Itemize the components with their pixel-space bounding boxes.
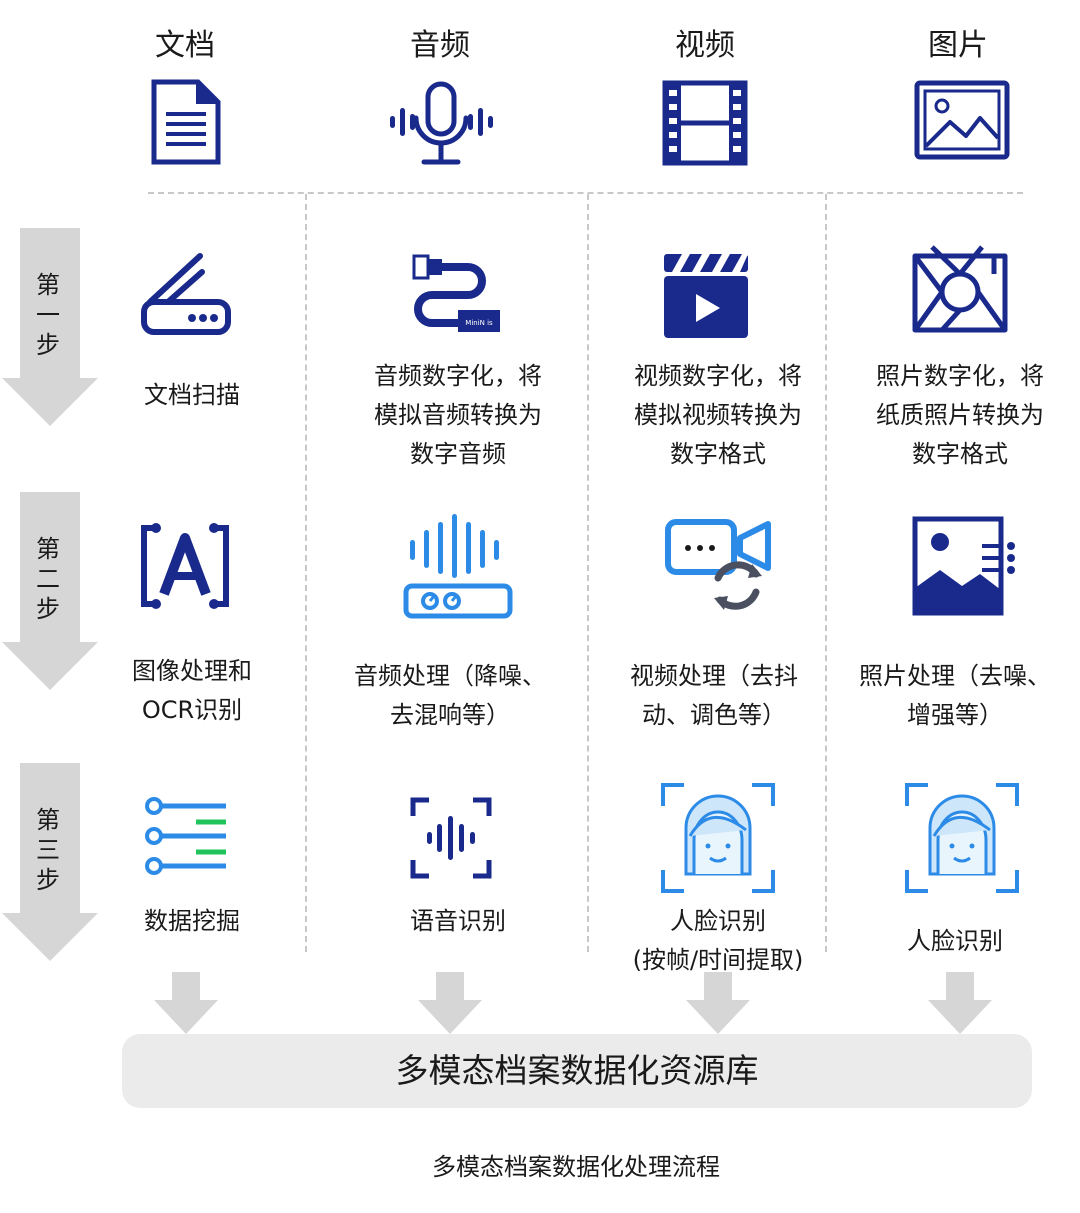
- cell-r3-c1: 数据挖掘: [77, 902, 307, 941]
- cell-r2-c3: 视频处理（去抖 动、调色等）: [599, 657, 829, 735]
- cell-r1-c3-line-3: 数字格式: [670, 440, 766, 468]
- picture-icon: [914, 80, 1010, 160]
- cell-r1-c4-line-1: 照片数字化，将: [876, 362, 1044, 390]
- audio-mixer-icon: [403, 514, 513, 619]
- cell-r2-c3-line-1: 视频处理（去抖: [630, 662, 798, 690]
- cell-r2-c4-line-1: 照片处理（去噪、: [859, 662, 1051, 690]
- usb-cable-icon-text: MiniN is: [465, 319, 493, 327]
- scanner-icon: [141, 253, 231, 335]
- step-3-char-1: 第: [36, 806, 60, 834]
- cell-r2-c3-line-2: 动、调色等）: [642, 701, 786, 729]
- header-video: 视频: [675, 28, 735, 63]
- step-1-char-3: 步: [36, 331, 60, 359]
- step-3-char-2: 三: [36, 836, 60, 864]
- face-recognition-icon: [905, 783, 1019, 893]
- step-2-char-3: 步: [36, 595, 60, 623]
- document-icon: [151, 79, 221, 165]
- cell-r2-c1-line-2: OCR识别: [141, 696, 243, 724]
- cell-r1-c2-line-3: 数字音频: [410, 440, 506, 468]
- step-1-char-1: 第: [36, 271, 60, 299]
- cell-r1-c1: 文档扫描: [77, 376, 307, 415]
- cell-r1-c3-line-2: 模拟视频转换为: [634, 401, 802, 429]
- cell-r1-c2-line-2: 模拟音频转换为: [374, 401, 542, 429]
- header-divider: [148, 192, 1023, 194]
- cell-r1-c2-line-1: 音频数字化，将: [374, 362, 542, 390]
- clapperboard-icon: [664, 254, 748, 338]
- cell-r3-c3-line-1: 人脸识别: [670, 907, 766, 935]
- step-2-char-1: 第: [36, 535, 60, 563]
- cell-r3-c3-line-2: (按帧/时间提取): [632, 946, 804, 974]
- cell-r1-c1-line-1: 文档扫描: [144, 381, 240, 409]
- column-divider-1: [305, 194, 307, 952]
- data-list-icon: [145, 797, 226, 875]
- cell-r1-c2: 音频数字化，将 模拟音频转换为 数字音频: [343, 357, 573, 474]
- header-image: 图片: [928, 28, 988, 63]
- step-label-3: 第 三 步: [28, 805, 68, 895]
- step-label-1: 第 一 步: [28, 270, 68, 360]
- step-2-char-2: 二: [36, 565, 60, 593]
- cell-r2-c4: 照片处理（去噪、 增强等）: [840, 657, 1070, 735]
- cell-r1-c3-line-1: 视频数字化，将: [634, 362, 802, 390]
- step-3-char-3: 步: [36, 866, 60, 894]
- cell-r2-c2-line-1: 音频处理（降噪、: [354, 662, 546, 690]
- film-icon: [662, 80, 748, 166]
- microphone-icon: [390, 81, 493, 165]
- camera-photo-icon: [912, 245, 1008, 333]
- step-arrow-1: [2, 228, 98, 426]
- face-recognition-icon: [661, 783, 775, 893]
- cell-r3-c4-line-1: 人脸识别: [907, 927, 1003, 955]
- step-1-char-2: 一: [36, 301, 60, 329]
- cell-r2-c1: 图像处理和 OCR识别: [77, 652, 307, 730]
- ocr-icon: [141, 523, 229, 609]
- cell-r2-c1-line-1: 图像处理和: [132, 657, 252, 685]
- diagram-caption: 多模态档案数据化处理流程: [432, 1153, 720, 1181]
- header-document: 文档: [155, 28, 215, 63]
- resource-library-box: 多模态档案数据化资源库: [122, 1034, 1032, 1108]
- step-label-2: 第 二 步: [28, 534, 68, 624]
- down-arrow-3: [686, 972, 750, 1034]
- step-arrow-3: [2, 763, 98, 961]
- column-divider-2: [587, 194, 589, 952]
- cell-r1-c3: 视频数字化，将 模拟视频转换为 数字格式: [603, 357, 833, 474]
- cell-r3-c1-line-1: 数据挖掘: [144, 907, 240, 935]
- cell-r3-c4: 人脸识别: [840, 922, 1070, 961]
- video-sync-icon: [665, 519, 771, 610]
- image-adjust-icon: [912, 516, 1015, 616]
- cell-r1-c4: 照片数字化，将 纸质照片转换为 数字格式: [845, 357, 1075, 474]
- cell-r3-c2-line-1: 语音识别: [410, 907, 506, 935]
- cell-r2-c2-line-2: 去混响等）: [390, 701, 510, 729]
- column-divider-3: [825, 194, 827, 952]
- cell-r2-c4-line-2: 增强等）: [907, 701, 1003, 729]
- header-audio: 音频: [410, 28, 470, 63]
- cell-r1-c4-line-3: 数字格式: [912, 440, 1008, 468]
- cell-r3-c2: 语音识别: [343, 902, 573, 941]
- cell-r2-c2: 音频处理（降噪、 去混响等）: [335, 657, 565, 735]
- down-arrow-4: [928, 972, 992, 1034]
- cell-r1-c4-line-2: 纸质照片转换为: [876, 401, 1044, 429]
- down-arrow-2: [418, 972, 482, 1034]
- down-arrow-1: [154, 972, 218, 1034]
- usb-cable-icon: MiniN is: [412, 254, 500, 332]
- step-arrow-2: [2, 492, 98, 690]
- cell-r3-c3: 人脸识别 (按帧/时间提取): [603, 902, 833, 980]
- voice-recognition-icon: [410, 797, 492, 879]
